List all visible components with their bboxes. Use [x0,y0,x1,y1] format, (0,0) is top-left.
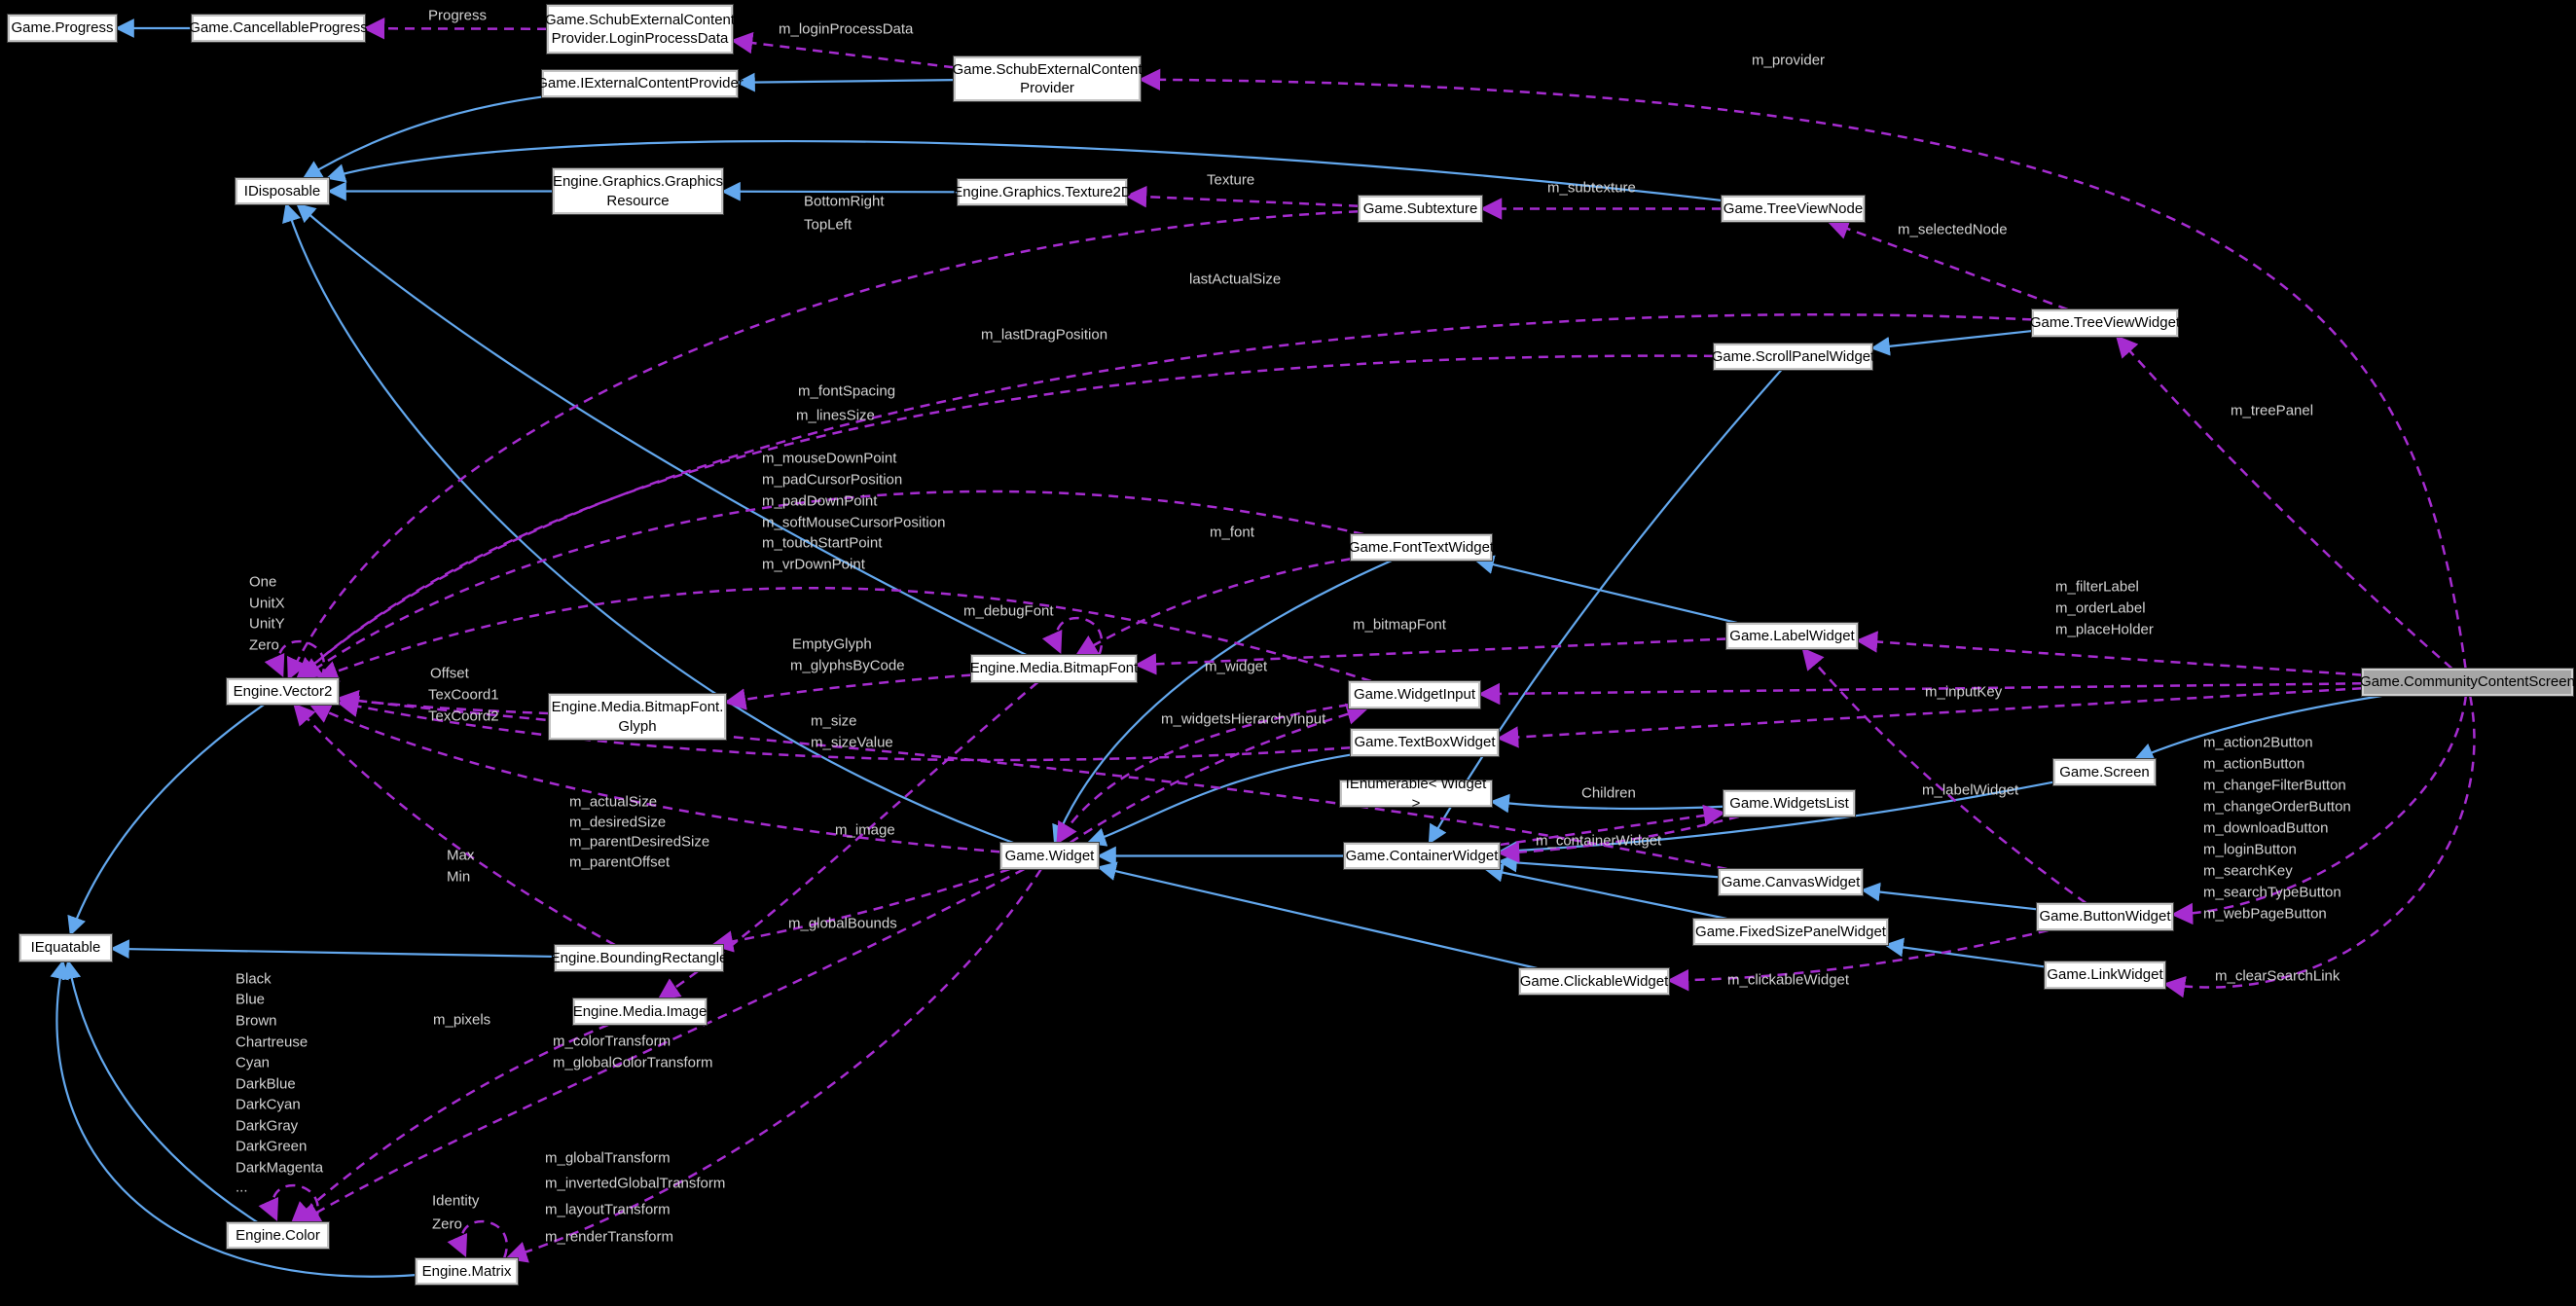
edge-widget-vector2 [308,703,1001,853]
class-node-matrix[interactable]: Engine.Matrix [416,1258,518,1285]
edge-canvaswidget-vector2 [336,689,1727,871]
edge-boundingrect-iequatable [110,939,556,960]
edge-labelwidget-fonttext [1474,555,1738,625]
class-node-widgetslist[interactable]: Game.WidgetsList [1723,790,1855,816]
edge-schubprovider-loginprocessdata [730,31,955,69]
class-node-containerwidget[interactable]: Game.ContainerWidget [1344,843,1500,869]
edge-buttonwidget-canvaswidget [1861,882,2038,911]
class-node-boundingrect[interactable]: Engine.BoundingRectangle [551,945,727,971]
edge-textbox-widget [1086,753,1352,847]
edge-schubprovider-iexternal [736,72,955,92]
edge-matrix-iequatable [50,960,417,1278]
edge-color-iequatable [61,960,259,1223]
edge-widget-widgetinput [1069,703,1369,845]
class-node-canvaswidget[interactable]: Game.CanvasWidget [1719,869,1863,895]
edge-containerwidget-widgetslist [1499,804,1726,847]
edge-buttonwidget-clickable [1666,928,2049,992]
class-node-subtexture[interactable]: Game.Subtexture [1359,196,1482,222]
edge-fonttext-widget [1052,559,1393,845]
edge-ccs-textbox [1496,687,2363,748]
edge-treeviewwidget-treeviewnode [1827,218,2069,311]
edge-widget-idisposable [282,202,1014,845]
edge-ccs-buttonwidget [2170,695,2468,925]
edge-fonttext-vector2 [299,490,1364,680]
edge-canvaswidget-containerwidget [1498,853,1720,879]
class-node-labelwidget[interactable]: Game.LabelWidget [1726,623,1858,649]
class-node-buttonwidget[interactable]: Game.ButtonWidget [2037,903,2173,930]
class-node-bitmapfont[interactable]: Engine.Media.BitmapFont [970,655,1138,682]
class-node-treeviewnode[interactable]: Game.TreeViewNode [1722,196,1865,222]
edge-bitmapfont-glyph [723,673,972,710]
edge-subtexture-vector2 [287,210,1360,681]
class-node-fonttext[interactable]: Game.FontTextWidget [1349,534,1494,561]
edge-widgetslist-containerwidget [1497,815,1739,863]
edge-clickable-widget [1097,861,1538,970]
edge-fonttext-bitmapfont [1074,558,1352,657]
edge-vector2-vector2 [264,639,325,679]
edge-treeviewnode-idisposable [325,139,1723,202]
edge-matrix-matrix [447,1219,508,1259]
edge-image-color [290,1023,609,1224]
edge-widgetinput-widget [1056,703,1350,845]
edge-treeviewwidget-vector2 [296,313,2033,680]
class-node-textbox[interactable]: Game.TextBoxWidget [1351,729,1499,756]
class-node-texture2d[interactable]: Engine.Graphics.Texture2D [953,179,1132,205]
class-node-progress[interactable]: Game.Progress [8,15,117,42]
edge-bitmapfont-idisposable [296,202,1027,656]
edge-widgetslist-ienumerable [1490,793,1724,814]
edge-buttonwidget-labelwidget [1801,647,2087,905]
class-node-ccs[interactable]: Game.CommunityContentScreen [2360,669,2575,696]
edge-ccs-labelwidget [1855,631,2363,676]
class-node-screen[interactable]: Game.Screen [2053,759,2156,785]
class-node-widget[interactable]: Game.Widget [1000,843,1099,869]
edge-iexternal-idisposable [302,95,543,180]
class-node-treeviewwidget[interactable]: Game.TreeViewWidget [2030,309,2180,337]
class-node-color[interactable]: Engine.Color [227,1222,329,1249]
class-node-loginprocessdata[interactable]: Game.SchubExternalContent Provider.Login… [545,5,735,54]
edge-scrollpanel-vector2 [295,354,1715,680]
class-node-schubprovider[interactable]: Game.SchubExternalContent Provider [952,56,1143,101]
class-node-glyph[interactable]: Engine.Media.BitmapFont. Glyph [549,694,726,740]
edge-texture2d-graphicsresource [721,181,959,201]
edge-ccs-schubprovider [1138,68,2467,670]
class-node-iexternal[interactable]: Game.IExternalContentProvider [536,70,744,97]
edge-loginprocessdata-cancellable [362,18,548,40]
class-node-idisposable[interactable]: IDisposable [236,178,329,204]
edge-ccs-widgetinput [1477,682,2363,706]
edge-boundingrect-vector2 [293,703,616,947]
edge-widget-color [298,867,1026,1224]
edge-fixedsize-containerwidget [1483,862,1727,921]
edge-bitmapfont-bitmapfont [1041,616,1104,656]
edge-ccs-screen [2133,694,2382,762]
edge-linkwidget-fixedsize [1884,937,2046,968]
class-node-graphicsresource[interactable]: Engine.Graphics.Graphics Resource [553,168,723,214]
edge-textbox-vector2 [336,695,1352,762]
class-node-image[interactable]: Engine.Media.Image [573,998,707,1025]
class-node-vector2[interactable]: Engine.Vector2 [227,678,339,705]
class-node-widgetinput[interactable]: Game.WidgetInput [1349,681,1480,708]
edge-scrollpanel-containerwidget [1428,369,1783,845]
edge-vector2-iequatable [67,704,265,936]
class-node-linkwidget[interactable]: Game.LinkWidget [2045,961,2165,989]
edge-subtexture-texture2d [1124,185,1360,208]
edge-color-color [258,1183,319,1223]
edge-treeviewwidget-scrollpanel [1870,329,2033,356]
edge-widget-matrix [504,868,1042,1263]
class-node-fixedsize[interactable]: Game.FixedSizePanelWidget [1693,919,1888,945]
edge-ccs-linkwidget [2162,695,2476,998]
class-node-clickable[interactable]: Game.ClickableWidget [1519,968,1669,995]
edge-ccs-treeviewwidget [2115,335,2453,670]
class-node-cancellable[interactable]: Game.CancellableProgress [189,15,368,42]
class-node-scrollpanel[interactable]: Game.ScrollPanelWidget [1712,344,1874,370]
edge-widget-boundingrect [710,867,1010,953]
class-node-iequatable[interactable]: IEquatable [19,934,112,961]
edge-widgetinput-vector2 [315,586,1372,683]
class-node-ienumerable[interactable]: IEnumerable< Widget > [1340,776,1492,812]
